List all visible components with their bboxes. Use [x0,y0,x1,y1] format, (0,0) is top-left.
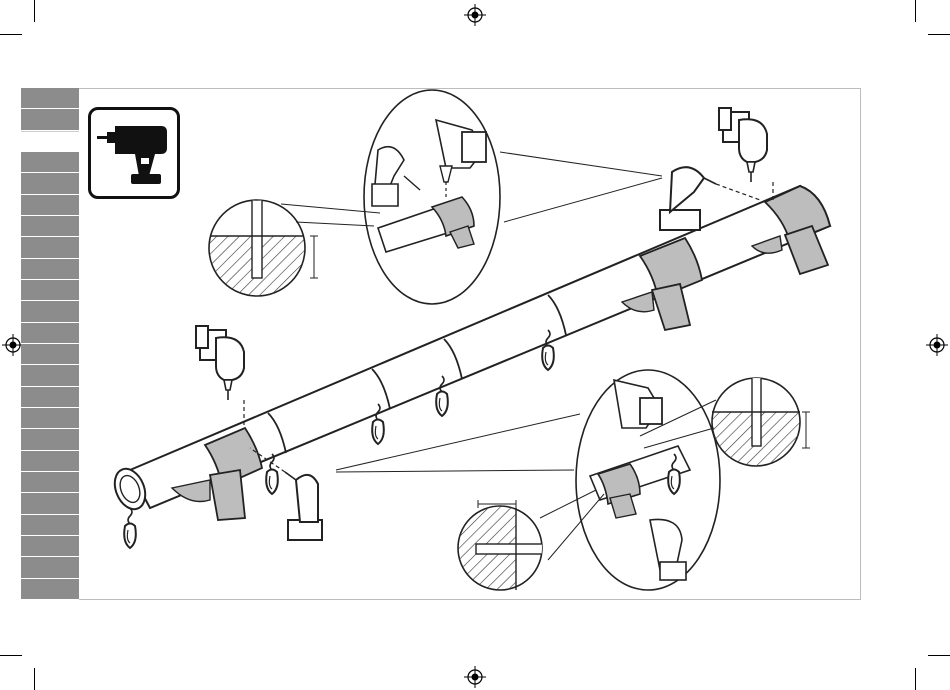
drill-icon [719,108,767,182]
carabiner-icon [124,508,136,548]
section-detail-bottom [456,500,546,594]
section-detail-top-left [208,200,318,298]
drill-icon [196,326,244,400]
callout-detail-bottom [576,370,720,590]
section-detail-right [710,376,810,468]
callout-detail-top [364,90,500,304]
